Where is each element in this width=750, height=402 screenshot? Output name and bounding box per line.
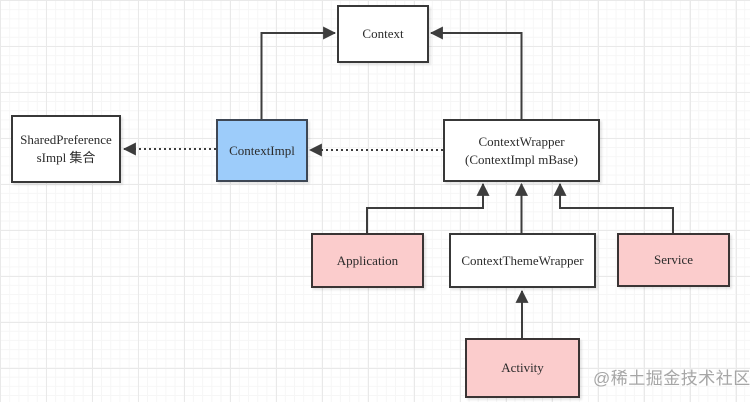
node-shared-preference-label: SharedPreference	[20, 132, 112, 148]
node-context-wrapper: ContextWrapper (ContextImpl mBase)	[443, 119, 600, 182]
edge-application-to-contextwrapper	[366, 182, 490, 233]
node-context-wrapper-sublabel: (ContextImpl mBase)	[464, 151, 578, 167]
node-application: Application	[311, 233, 424, 288]
node-context-theme-wrapper: ContextThemeWrapper	[449, 233, 596, 288]
edge-contextwrapper-to-context	[429, 26, 523, 119]
node-shared-preference-sublabel: sImpl 集合	[36, 150, 96, 165]
node-activity: Activity	[465, 338, 580, 398]
edge-service-to-contextwrapper	[553, 182, 674, 233]
node-context: Context	[337, 5, 429, 63]
edge-contextimpl-to-context	[260, 26, 337, 119]
node-context-impl-label: ContextImpl	[229, 142, 295, 158]
node-application-label: Application	[336, 252, 399, 268]
node-context-wrapper-label: ContextWrapper	[478, 133, 565, 149]
node-shared-preference: SharedPreference sImpl 集合	[11, 115, 121, 183]
node-activity-label: Activity	[501, 360, 544, 376]
node-context-theme-wrapper-label: ContextThemeWrapper	[461, 252, 584, 268]
watermark: @稀土掘金技术社区	[593, 369, 750, 388]
node-context-impl: ContextImpl	[216, 119, 308, 182]
node-service: Service	[617, 233, 730, 287]
node-service-label: Service	[654, 252, 693, 268]
node-context-label: Context	[362, 26, 404, 42]
